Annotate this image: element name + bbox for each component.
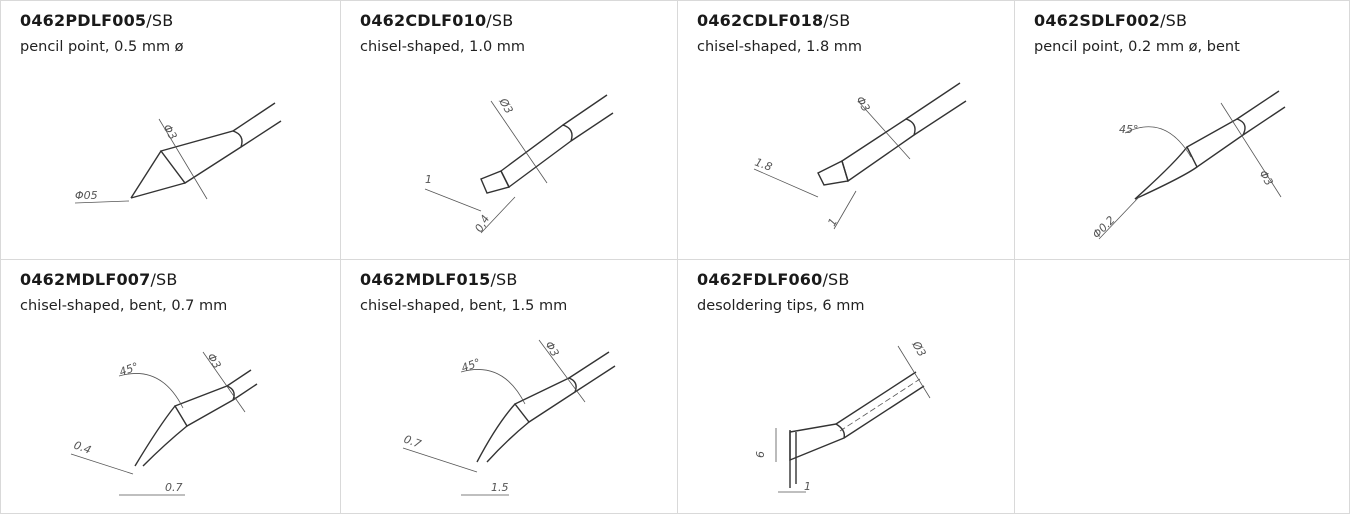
dim-diameter: Ø3 <box>909 338 929 359</box>
tip-code: 0462MDLF007/SB <box>20 270 178 289</box>
tip-drawing-chisel-wide: Φ3 1.8 1 <box>753 82 967 230</box>
dim-angle: 45° <box>118 360 141 379</box>
dim-width: 1.5 <box>491 481 509 494</box>
dim-width: 1 <box>425 173 432 186</box>
tip-code: 0462CDLF010/SB <box>360 11 514 30</box>
dim-thickness: 1 <box>825 216 840 229</box>
tip-drawing-desoldering: 6 1 Ø3 <box>754 338 931 493</box>
tip-code: 0462SDLF002/SB <box>1034 11 1188 30</box>
tip-drawing-bent-pencil: 45° Φ3 Φ0.2 <box>1090 90 1286 241</box>
dim-thickness: 0.7 <box>402 433 423 451</box>
tip-card-sdlf002[interactable]: 0462SDLF002/SB pencil point, 0.2 mm ø, b… <box>1015 1 1350 260</box>
tip-card-mdlf007[interactable]: 0462MDLF007/SB chisel-shaped, bent, 0.7 … <box>0 260 341 514</box>
dim-angle: 45° <box>1119 123 1139 136</box>
tip-code: 0462PDLF005/SB <box>20 11 174 30</box>
dim-diameter: Φ3 <box>853 94 872 114</box>
tip-description: desoldering tips, 6 mm <box>697 298 865 314</box>
empty-cell <box>1015 260 1350 514</box>
dim-diameter: Φ3 <box>1256 168 1275 188</box>
tip-drawing-pencil-point: Φ3 Φ05 <box>74 102 282 204</box>
tip-code: 0462FDLF060/SB <box>697 270 850 289</box>
dim-width: 0.7 <box>165 481 183 494</box>
tip-card-cdlf010[interactable]: 0462CDLF010/SB chisel-shaped, 1.0 mm Ø3 … <box>341 1 678 260</box>
tip-card-pdlf005[interactable]: 0462PDLF005/SB pencil point, 0.5 mm ø Φ3… <box>0 1 341 260</box>
tip-description: chisel-shaped, 1.8 mm <box>697 39 863 55</box>
tip-card-fdlf060[interactable]: 0462FDLF060/SB desoldering tips, 6 mm 6 … <box>678 260 1015 514</box>
tip-drawing-chisel: Ø3 1 0,4 <box>424 94 614 235</box>
dim-diameter: Φ3 <box>160 122 179 142</box>
tip-description: chisel-shaped, bent, 1.5 mm <box>360 298 568 314</box>
tip-code: 0462CDLF018/SB <box>697 11 851 30</box>
dim-diameter: Φ3 <box>542 339 561 359</box>
tip-code: 0462MDLF015/SB <box>360 270 518 289</box>
tip-description: chisel-shaped, bent, 0.7 mm <box>20 298 228 314</box>
dim-diameter: Φ3 <box>204 351 223 371</box>
tip-card-cdlf018[interactable]: 0462CDLF018/SB chisel-shaped, 1.8 mm Φ3 … <box>678 1 1015 260</box>
tip-drawing-bent-chisel: 45° Φ3 0.4 0.7 <box>70 351 258 496</box>
dim-tip-diameter: Φ0.2 <box>1090 213 1118 241</box>
dim-thickness: 0.4 <box>72 439 93 457</box>
dim-width: 1.8 <box>753 156 774 174</box>
tip-description: pencil point, 0.2 mm ø, bent <box>1034 39 1240 55</box>
dim-angle: 45° <box>460 356 483 375</box>
tip-card-mdlf015[interactable]: 0462MDLF015/SB chisel-shaped, bent, 1.5 … <box>341 260 678 514</box>
dim-width: 1 <box>804 480 811 493</box>
dim-tip-diameter: Φ05 <box>75 189 98 202</box>
tip-description: pencil point, 0.5 mm ø <box>20 39 184 55</box>
dim-thickness: 0,4 <box>472 213 492 235</box>
tip-description: chisel-shaped, 1.0 mm <box>360 39 526 55</box>
tip-drawing-bent-chisel-wide: 45° Φ3 0.7 1.5 <box>402 339 616 496</box>
dim-height: 6 <box>754 451 767 458</box>
